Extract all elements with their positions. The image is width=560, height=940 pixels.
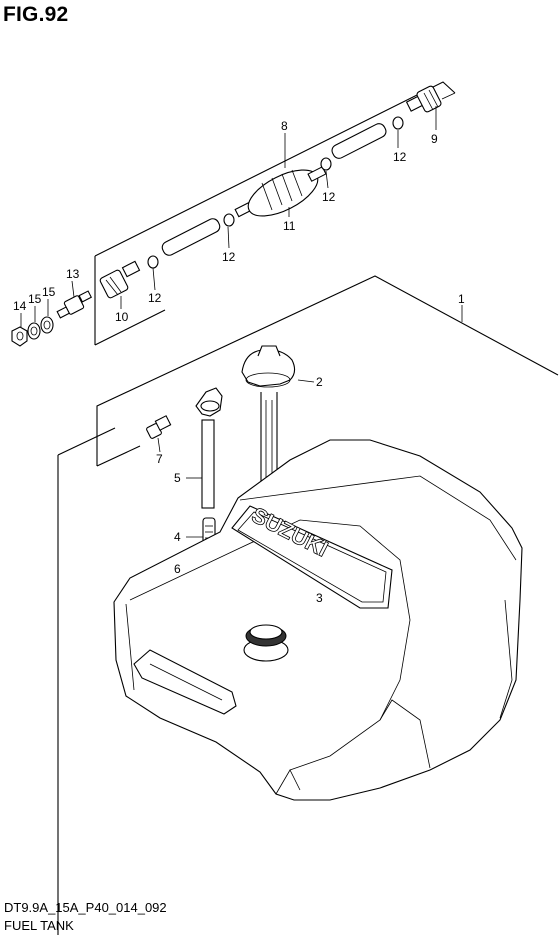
callout-3: 3 [316,591,323,605]
connector-13 [56,290,93,319]
hose-clip-12-mid [223,213,235,227]
callout-13: 13 [66,267,80,281]
fuel-tank-body-1 [113,439,523,801]
callout-12-mid: 12 [222,250,236,264]
callout-7: 7 [156,452,163,466]
pickup-tube-5 [195,387,223,509]
callout-12-far: 12 [393,150,407,164]
model-code: DT9.9A_15A_P40_014_092 [4,900,167,915]
callout-4: 4 [174,530,181,544]
callout-12-left: 12 [148,291,162,305]
hose-clip-12-left [147,255,159,269]
callout-15-a: 15 [28,292,42,306]
figure-title: FIG.92 [3,3,69,26]
fuel-hose-assembly-frame [94,81,456,346]
callout-8: 8 [281,119,288,133]
washer-15-outer [40,316,54,334]
callout-9: 9 [431,132,438,146]
primer-bulb-11 [234,166,327,218]
callout-15-b: 15 [42,285,56,299]
callout-10: 10 [115,310,129,324]
fuel-connector-9 [405,85,442,113]
callout-2: 2 [316,375,323,389]
washer-15-inner [27,322,41,340]
hose-clip-12-far [392,116,404,130]
filler-neck [243,624,289,662]
figure-name: FUEL TANK [4,918,74,933]
tank-assembly-frame [57,275,559,935]
callout-11: 11 [283,219,296,233]
callout-14: 14 [13,299,27,313]
callout-1: 1 [458,292,465,306]
fuel-hose-right [331,123,387,159]
fuel-connector-10 [99,260,141,299]
nut-14 [11,326,28,347]
fuel-hose-left [161,218,221,256]
callout-6: 6 [174,562,181,576]
fitting-7 [146,415,172,439]
callout-12-right: 12 [322,190,336,204]
hose-clip-12-right [320,157,332,171]
callout-5: 5 [174,471,181,485]
